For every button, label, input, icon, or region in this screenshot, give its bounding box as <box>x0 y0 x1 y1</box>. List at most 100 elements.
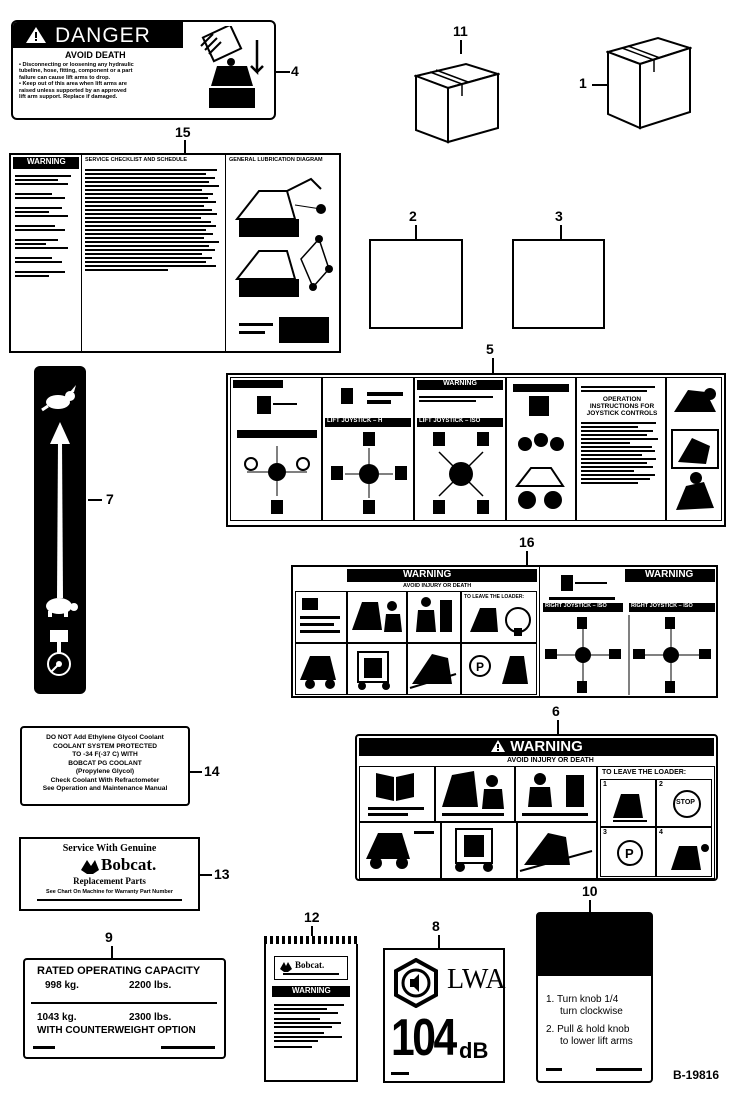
hazard-triangle-icon <box>26 27 46 43</box>
callout-15: 15 <box>175 124 191 140</box>
manual-text-lines <box>274 1002 350 1050</box>
decibel-unit: dB <box>459 1038 489 1063</box>
panel-warning-iso: WARNING LIFT JOYSTICK – ISO <box>414 377 506 521</box>
lift-joystick-h-label: LIFT JOYSTICK – H <box>325 418 411 427</box>
warning-header-6: WARNING <box>359 738 714 756</box>
panel-right-pictures <box>666 377 722 521</box>
lubrication-title: GENERAL LUBRICATION DIAGRAM <box>229 157 323 163</box>
coolant-line: DO NOT Add Ethylene Glycol Coolant <box>46 734 164 741</box>
avoid-injury-text-16: AVOID INJURY OR DEATH <box>403 583 472 589</box>
danger-line: lift arm support. Replace if damaged. <box>19 94 118 101</box>
warning-header-15: WARNING <box>13 157 79 169</box>
danger-title: DANGER <box>55 24 151 47</box>
right-joystick-label-a: RIGHT JOYSTICK – ISO <box>543 603 623 612</box>
speed-arrow-icon <box>50 422 70 598</box>
danger-line: failure can cause lift arms to drop. <box>19 74 111 81</box>
warranty-text: See Chart On Machine for Warranty Part N… <box>46 889 173 895</box>
warning-6-text: WARNING <box>510 738 583 755</box>
panel-left <box>230 377 322 521</box>
callout-8: 8 <box>432 918 440 934</box>
joystick-pictograms <box>237 396 317 514</box>
decal-6-warning: WARNING AVOID INJURY OR DEATH TO LEAVE T… <box>355 734 718 881</box>
throttle-lever-icon <box>47 630 71 676</box>
decal-15-service-checklist: WARNING SERVICE CHECKLIST AND SCHEDULE G… <box>9 153 341 353</box>
coolant-line: TO -34 F(-37 C) WITH <box>72 751 138 758</box>
column-divider <box>225 155 226 351</box>
warning-header-12: WARNING <box>272 986 350 997</box>
joystick-directions-16 <box>545 615 711 695</box>
coolant-text: DO NOT Add Ethylene Glycol Coolant COOLA… <box>24 734 186 794</box>
step-1: 1 <box>603 781 607 788</box>
callout-5: 5 <box>486 341 494 357</box>
bobcat-brand-text: Bobcat. <box>101 855 157 874</box>
leader-line <box>276 71 290 73</box>
danger-line: • Keep out of this area when lift arms a… <box>19 81 127 88</box>
service-genuine-text: Service With Genuine <box>62 843 157 854</box>
coolant-line: (Propylene Glycol) <box>75 768 135 775</box>
column-divider <box>81 155 82 351</box>
decal-3-blank <box>512 239 605 329</box>
danger-line: raised unless supported by an approved <box>19 87 127 94</box>
avoid-injury-text-6: AVOID INJURY OR DEATH <box>507 757 594 764</box>
callout-11: 11 <box>453 23 468 39</box>
danger-body: • Disconnecting or loosening any hydraul… <box>19 62 184 100</box>
leader-line <box>592 84 608 86</box>
leader-line <box>526 551 528 565</box>
step-3: 3 <box>603 829 607 836</box>
checklist-rows <box>85 167 223 273</box>
operation-instructions-title: OPERATION INSTRUCTIONS FOR JOYSTICK CONT… <box>586 396 658 417</box>
checklist-title: SERVICE CHECKLIST AND SCHEDULE <box>85 157 188 163</box>
decal-8-sound-level: LWA 104 dB <box>383 948 506 1083</box>
instruction-2: 2. Pull & hold knob <box>546 1024 630 1035</box>
lubrication-diagram <box>234 177 333 343</box>
callout-13: 13 <box>214 866 230 882</box>
instruction-1b: turn clockwise <box>560 1006 623 1017</box>
coolant-line: BOBCAT PG COOLANT <box>68 759 142 767</box>
danger-line: • Disconnecting or loosening any hydraul… <box>19 62 134 68</box>
decal-10-black-band <box>538 914 651 976</box>
leader-line <box>589 900 591 912</box>
right-joystick-label-b: RIGHT JOYSTICK – ISO <box>629 603 715 612</box>
leader-line <box>560 225 562 239</box>
hazard-triangle-icon <box>491 740 506 752</box>
sound-level-value: 104 <box>391 1009 457 1067</box>
leader-line <box>200 874 212 876</box>
leader-line <box>311 926 313 940</box>
lwa-label: LWA <box>447 964 506 995</box>
to-leave-loader-6: TO LEAVE THE LOADER: <box>602 769 687 776</box>
parking-brake-icon: P <box>617 840 643 866</box>
step-4: 4 <box>659 829 663 836</box>
decal-12-manual-holder: Bobcat. WARNING <box>264 936 358 1082</box>
svg-text:P: P <box>476 660 484 674</box>
bobcat-brand-12: Bobcat. <box>295 960 325 970</box>
warning-header-16: WARNING <box>347 569 537 582</box>
leader-line <box>415 225 417 239</box>
avoid-death-text: AVOID DEATH <box>65 50 126 60</box>
panel-joystick-picture <box>506 377 576 521</box>
sound-power-icon <box>394 958 438 1008</box>
decal-13-genuine-parts: Service With Genuine Bobcat. Replacement… <box>19 837 200 911</box>
coolant-line: See Operation and Maintenance Manual <box>42 785 168 792</box>
leader-line <box>190 771 202 773</box>
danger-header: DANGER <box>13 22 183 48</box>
callout-3: 3 <box>555 208 563 224</box>
leader-line <box>88 499 102 501</box>
callout-10: 10 <box>582 883 598 899</box>
coolant-line: COOLANT SYSTEM PROTECTED <box>52 742 158 750</box>
decal-16-warning: WARNING AVOID INJURY OR DEATH TO LEAVE T… <box>291 565 718 698</box>
warning-header-5: WARNING <box>417 380 503 390</box>
crush-hazard-pictogram <box>200 26 264 108</box>
turtle-slow-icon <box>46 598 78 617</box>
to-leave-loader-panel: TO LEAVE THE LOADER: 1 2 STOP 3 P 4 <box>597 766 715 879</box>
decal-package-11 <box>414 62 500 144</box>
leader-line <box>460 40 462 54</box>
bobcat-logo-icon <box>81 860 99 874</box>
leader-line <box>438 935 440 949</box>
coolant-line: Check Coolant With Refractometer <box>50 776 160 784</box>
danger-line: tubeline, hose, fitting, component or a … <box>19 68 133 75</box>
bobcat-logo-icon <box>280 962 292 972</box>
decal-14-coolant: DO NOT Add Ethylene Glycol Coolant COOLA… <box>20 726 190 806</box>
lift-joystick-iso-label: LIFT JOYSTICK – ISO <box>417 418 503 427</box>
instruction-2b: to lower lift arms <box>560 1036 633 1047</box>
warning-text-column <box>15 173 77 279</box>
